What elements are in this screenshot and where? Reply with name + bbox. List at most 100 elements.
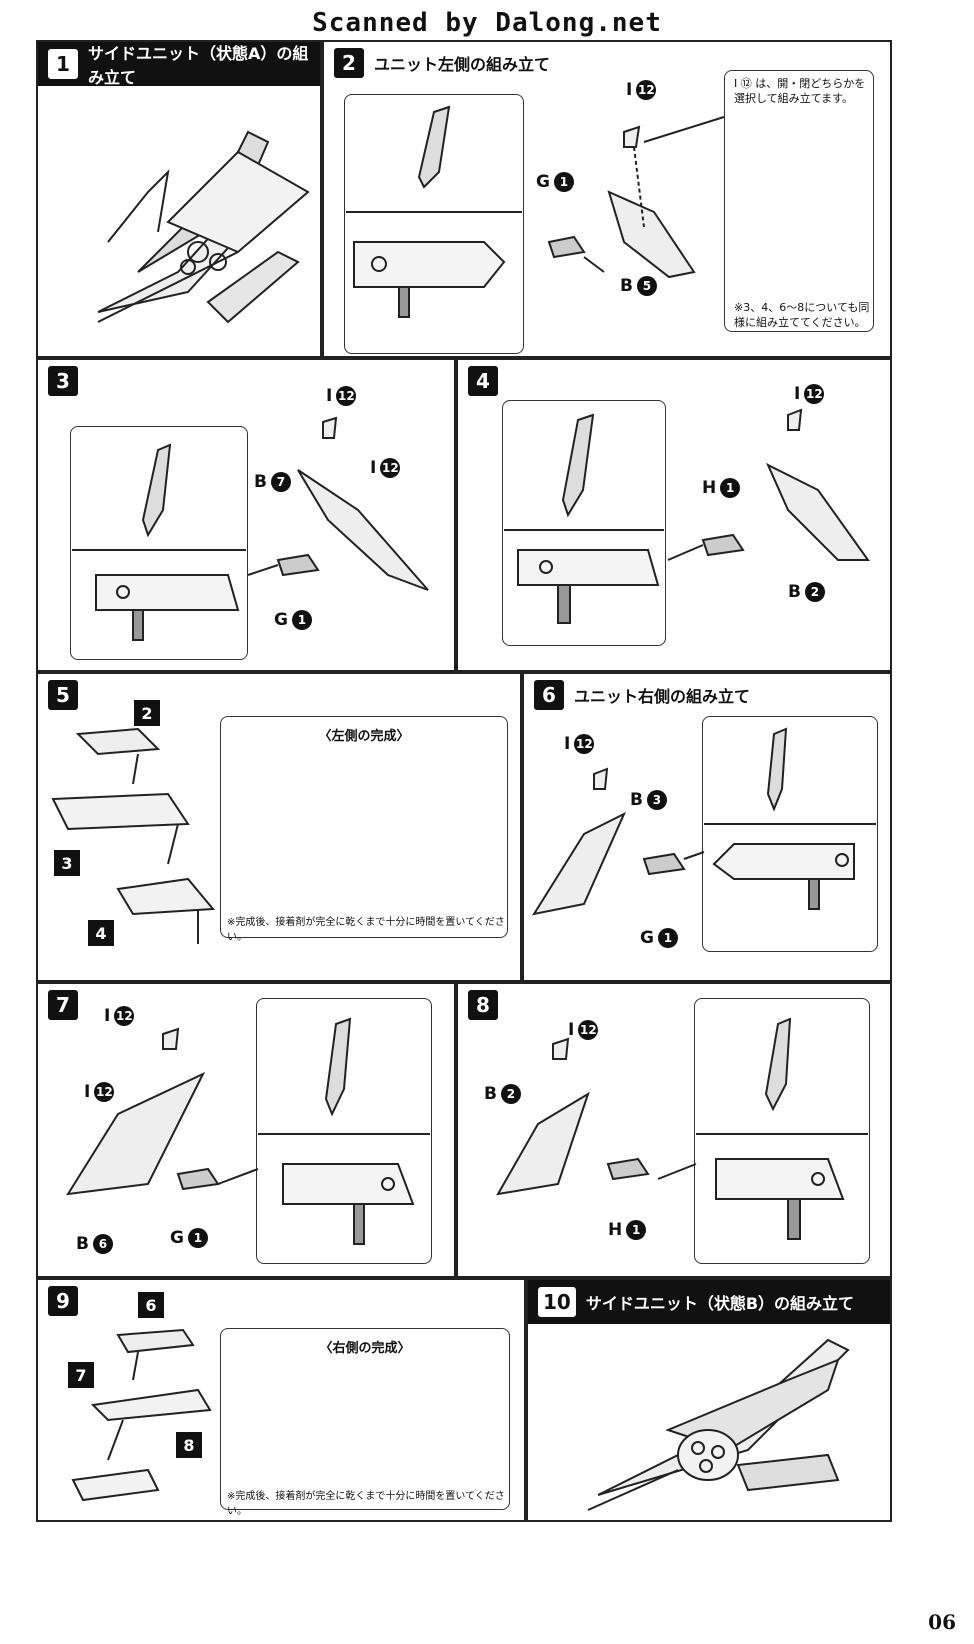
part-number-badge: 1	[187, 1228, 208, 1248]
part-number-badge: 1	[657, 928, 678, 948]
step-2-header: 2 ユニット左側の組み立て	[324, 42, 560, 84]
part-number-badge: 12	[336, 386, 357, 406]
part-number-badge: 6	[92, 1234, 113, 1254]
step-number: 8	[468, 990, 498, 1020]
part-number-badge: 12	[574, 734, 595, 754]
part-letter: G	[170, 1228, 184, 1248]
step-5-completed-box: 〈左側の完成〉 ※完成後、接着剤が完全に乾くまで十分に時間を置いてください。	[220, 716, 508, 943]
step-4-illustration	[504, 408, 870, 624]
part-number-badge: 2	[804, 582, 825, 602]
part-number-badge: 6	[138, 1292, 164, 1318]
step-2-choice-box	[724, 70, 874, 332]
part-letter: I	[794, 384, 801, 404]
drying-note: ※完成後、接着剤が完全に乾くまで十分に時間を置いてください。	[227, 1491, 505, 1517]
step-6-reference-box	[702, 716, 878, 952]
part-letter: B	[254, 472, 267, 492]
step-5-header: 5	[38, 674, 88, 716]
part-letter: I	[104, 1006, 111, 1026]
step-1-panel: 1 サイドユニット（状態A）の組み立て	[36, 40, 322, 358]
part-number-badge: 12	[114, 1006, 135, 1026]
step-number: 4	[468, 366, 498, 396]
part-label-step-7: 7	[68, 1362, 94, 1388]
step-2-panel: 2 ユニット左側の組み立て I ⑫ は、開・閉どちらかを選択して組み立てます。 …	[322, 40, 892, 358]
step-number: 2	[334, 48, 364, 78]
step-2-choice-note: I ⑫ は、開・閉どちらかを選択して組み立てます。	[734, 77, 866, 105]
step-number: 3	[48, 366, 78, 396]
box-title: 〈左側の完成〉	[318, 729, 410, 744]
part-letter: G	[274, 610, 288, 630]
part-number-badge: 1	[553, 172, 574, 192]
box-title: 〈右側の完成〉	[319, 1341, 411, 1356]
part-number-badge: 2	[134, 700, 160, 726]
step-6-illustration	[531, 727, 876, 916]
part-letter: B	[76, 1234, 89, 1254]
step-9-completed-box: 〈右側の完成〉 ※完成後、接着剤が完全に乾くまで十分に時間を置いてください。	[220, 1328, 510, 1517]
part-number-badge: 7	[270, 472, 291, 492]
step-9-header: 9	[38, 1280, 88, 1322]
part-letter: B	[788, 582, 801, 602]
step-number: 1	[48, 49, 78, 79]
step-title: ユニット右側の組み立て	[574, 687, 751, 706]
step-title: サイドユニット（状態B）の組み立て	[585, 1294, 855, 1313]
part-number-badge: 12	[804, 384, 825, 404]
step-8-illustration	[496, 1017, 868, 1240]
part-number-badge: 12	[380, 458, 401, 478]
part-label-step-3: 3	[54, 850, 80, 876]
part-number-badge: 12	[94, 1082, 115, 1102]
step-title: サイドユニット（状態A）の組み立て	[88, 44, 309, 87]
part-number-badge: 8	[176, 1432, 202, 1458]
part-letter: G	[640, 928, 654, 948]
part-letter: B	[620, 276, 633, 296]
step-3-illustration	[72, 416, 429, 641]
part-letter: I	[326, 386, 333, 406]
step-number: 9	[48, 1286, 78, 1316]
part-number-badge: 1	[720, 478, 741, 498]
part-letter: I	[568, 1020, 575, 1040]
step-number: 5	[48, 680, 78, 710]
part-number-badge: 7	[68, 1362, 94, 1388]
step-4-header: 4	[458, 360, 508, 402]
step-2-repeat-note: ※3、4、6〜8についても同様に組み立ててください。	[734, 301, 870, 329]
part-letter: I	[370, 458, 377, 478]
step-6-header: 6 ユニット右側の組み立て	[524, 674, 760, 716]
step-7-header: 7	[38, 984, 88, 1026]
part-letter: I	[626, 80, 633, 100]
part-label-step-8: 8	[176, 1432, 202, 1458]
step-10-header: 10 サイドユニット（状態B）の組み立て	[528, 1280, 890, 1324]
step-number: 6	[534, 680, 564, 710]
part-label-step-6: 6	[138, 1292, 164, 1318]
part-label-step-4: 4	[88, 920, 114, 946]
drying-note: ※完成後、接着剤が完全に乾くまで十分に時間を置いてください。	[227, 917, 505, 943]
part-number-badge: 3	[54, 850, 80, 876]
part-number-badge: 12	[578, 1020, 599, 1040]
part-letter: G	[536, 172, 550, 192]
part-letter: I	[84, 1082, 91, 1102]
part-number-badge: 2	[500, 1084, 521, 1104]
side-unit-a-illustration	[97, 130, 310, 324]
scan-watermark: Scanned by Dalong.net	[312, 8, 662, 38]
part-letter: I	[564, 734, 571, 754]
page-number: 06	[928, 1610, 956, 1634]
part-letter: H	[702, 478, 717, 498]
